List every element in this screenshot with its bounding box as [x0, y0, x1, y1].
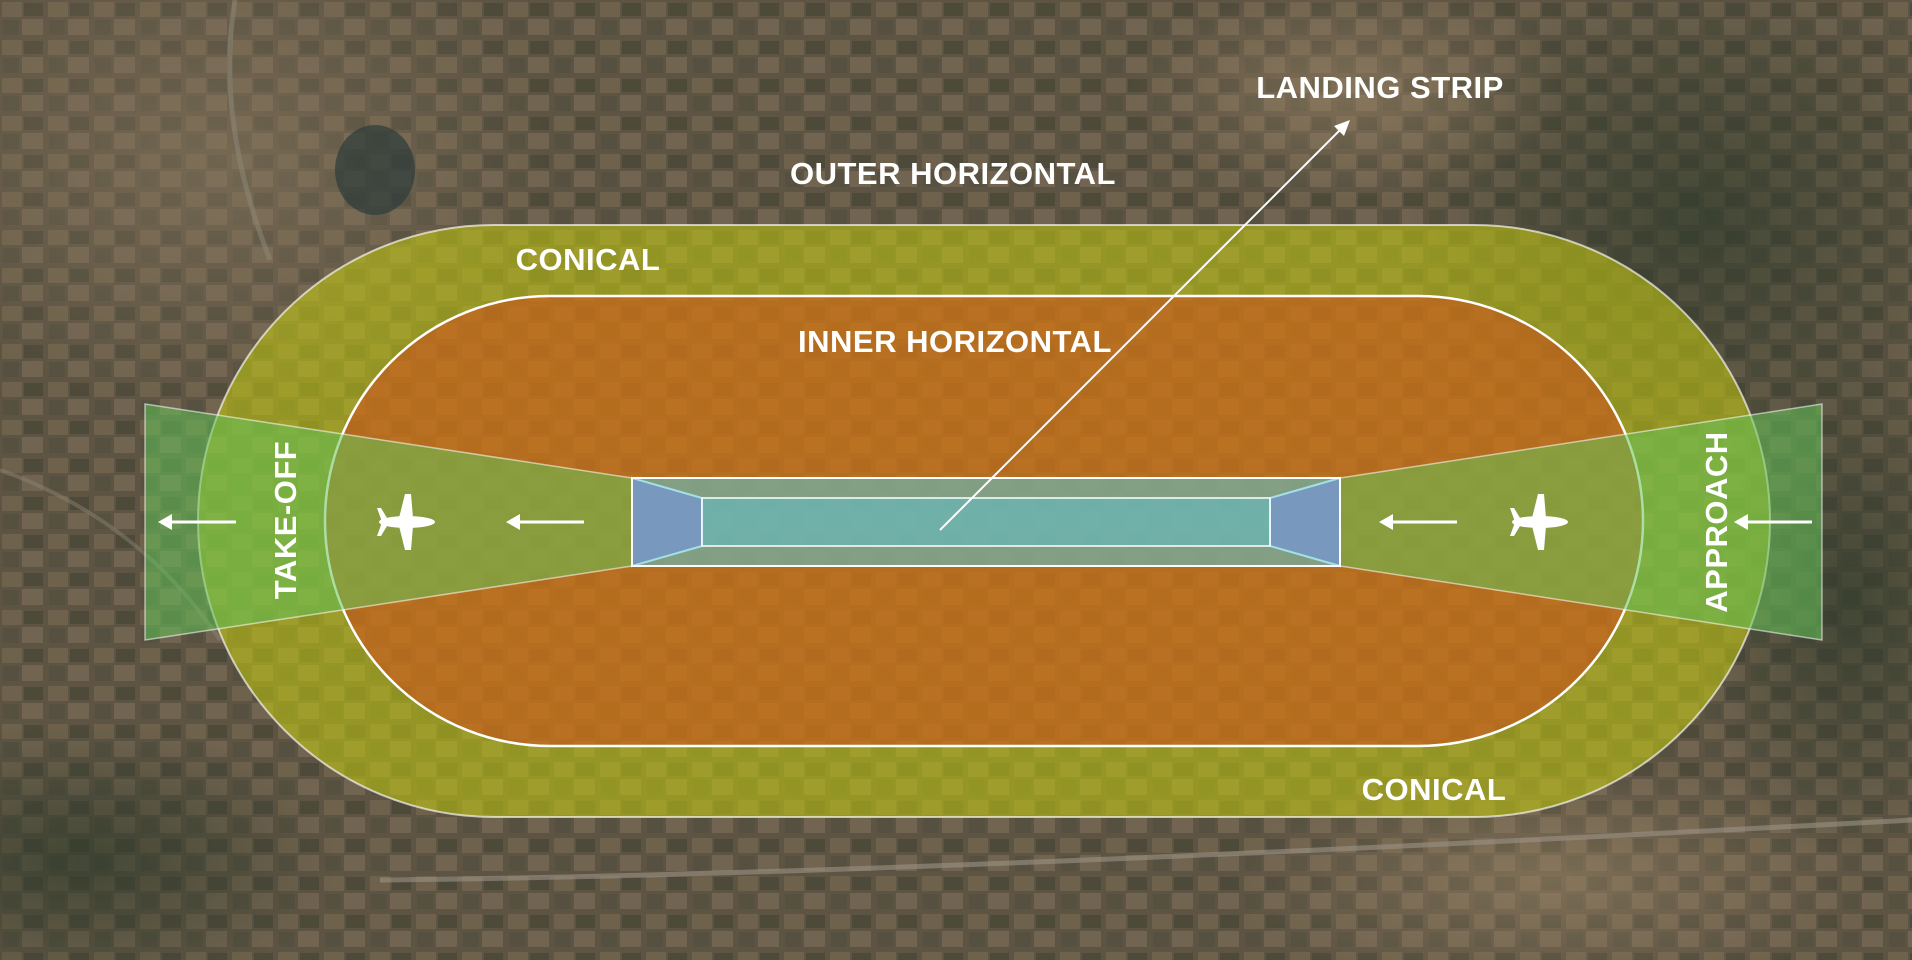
arrow-left-icon	[158, 514, 236, 530]
approach-label: APPROACH	[1699, 431, 1734, 612]
conical-top-label: CONICAL	[516, 242, 661, 277]
runway-inner-strip	[701, 497, 1271, 547]
landing-strip-label: LANDING STRIP	[1256, 70, 1504, 105]
arrow-left-icon	[1379, 514, 1457, 530]
conical-bottom-label: CONICAL	[1362, 772, 1507, 807]
landing-strip-pointer	[939, 124, 1346, 531]
inner-horizontal-label: INNER HORIZONTAL	[798, 324, 1112, 359]
arrow-left-icon	[1734, 514, 1812, 530]
landing-strip-arrowhead	[1334, 120, 1350, 136]
arrow-left-icon	[506, 514, 584, 530]
outer-horizontal-label: OUTER HORIZONTAL	[790, 156, 1116, 191]
runway-outer-strip	[631, 477, 1341, 567]
take-off-label: TAKE-OFF	[268, 441, 303, 599]
